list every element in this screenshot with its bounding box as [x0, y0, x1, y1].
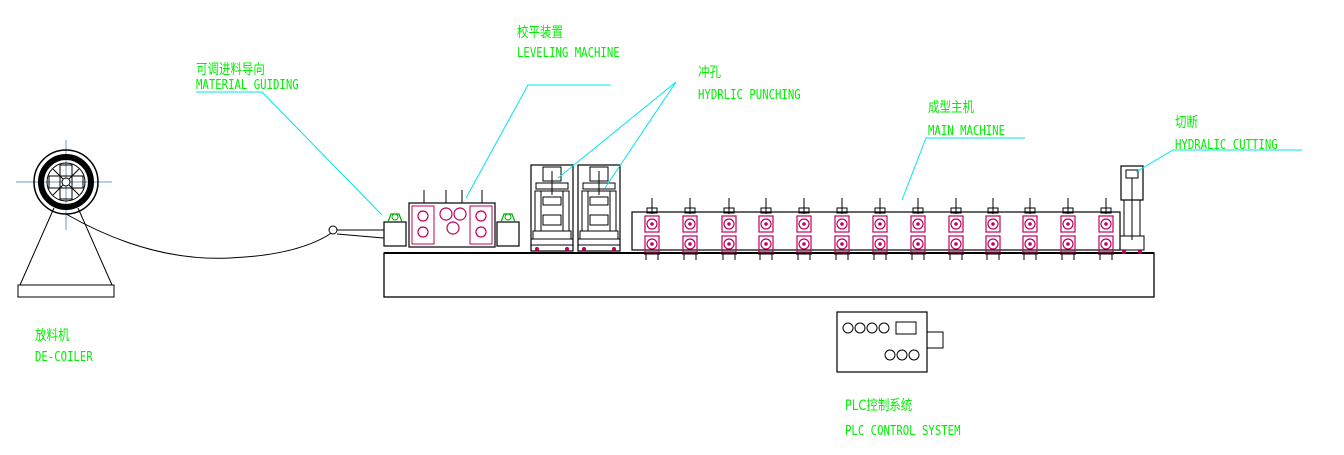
plc-control-label-zh: PLC控制系统	[845, 398, 913, 414]
plc-control-cabinet	[836, 311, 944, 373]
de-coiler-label-zh: 放料机	[35, 328, 70, 344]
material-guiding-label-zh: 可调进料导向	[196, 62, 265, 78]
main-machine-label-zh: 成型主机	[928, 100, 974, 116]
punching-presses	[530, 164, 621, 252]
machine-base	[383, 252, 1155, 298]
hydraulic-cutting-label-zh: 切断	[1175, 115, 1198, 131]
hydraulic-cutter	[1119, 165, 1145, 254]
hydraulic-punching-label-zh: 冲孔	[698, 65, 721, 81]
leader-lines	[196, 81, 1302, 216]
de-coiler-label-en: DE-COILER	[35, 350, 93, 365]
de-coiler-drawing	[16, 140, 115, 298]
main-machine-label-en: MAIN MACHINE	[928, 124, 1006, 139]
main-forming-machine	[631, 198, 1121, 260]
leveling-machine-label-en: LEVELING MACHINE	[517, 46, 620, 61]
leveling-machine-label-zh: 校平装置	[517, 25, 563, 41]
hydraulic-cutting-label-en: HYDRALIC CUTTING	[1175, 138, 1278, 153]
hydraulic-punching-label-en: HYDRLIC PUNCHING	[698, 88, 801, 103]
material-strip	[65, 213, 385, 259]
material-guiding-label-en: MATERIAL GUIDING	[196, 78, 299, 93]
plc-control-label-en: PLC CONTROL SYSTEM	[845, 424, 961, 439]
guiding-leveling-unit	[383, 190, 520, 248]
